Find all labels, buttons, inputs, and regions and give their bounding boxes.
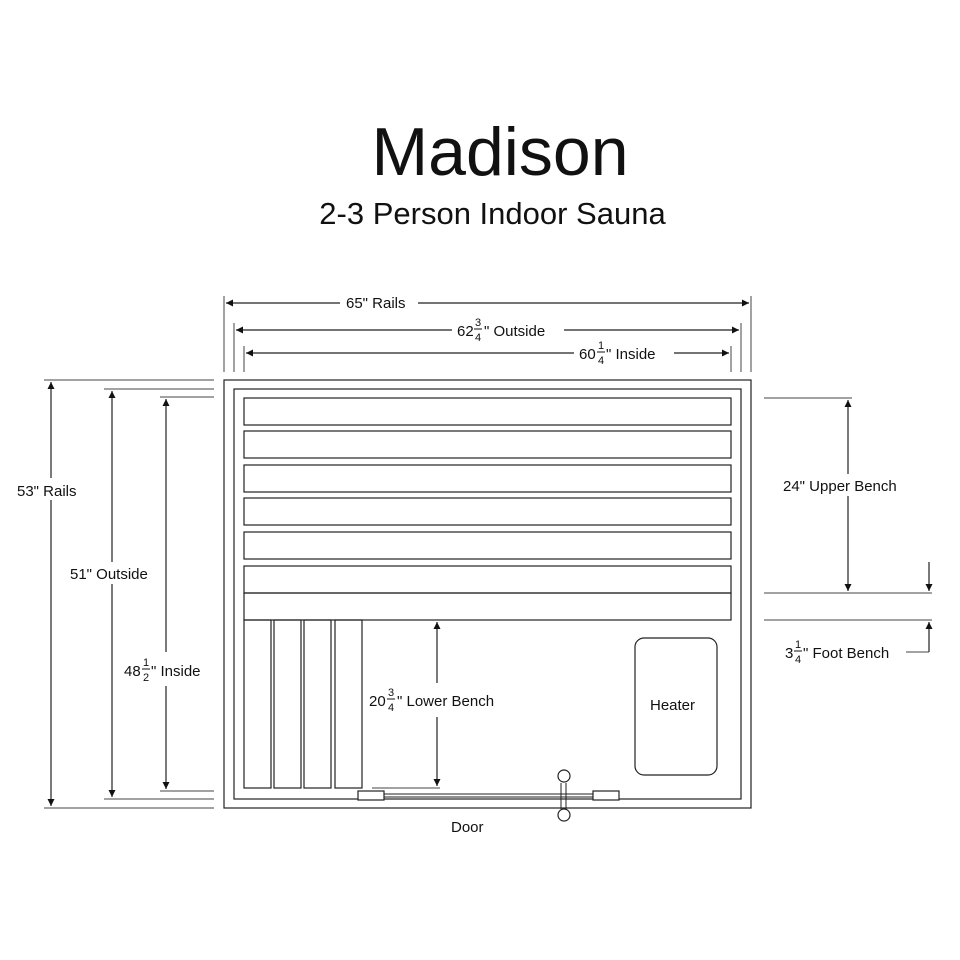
lower-bench-frac-num: 3 [388,687,394,699]
lower-bench [243,619,363,789]
upper-bench-slat [243,464,732,493]
outside-width-frac-num: 3 [475,317,481,329]
outer-rail-wall [223,379,752,809]
lower-bench-whole: 20 [369,693,386,710]
diagram-title: Madison [371,114,629,190]
upper-bench-slat [243,430,732,459]
inside-depth-frac-num: 1 [143,657,149,669]
inside-width-suffix: " Inside [606,346,656,363]
outside-width-frac-den: 4 [475,332,481,344]
rails-width-label: 65" Rails [346,295,406,312]
inside-depth-suffix: " Inside [151,663,201,680]
inside-width-whole: 60 [579,346,596,363]
lower-bench-slat [273,619,302,789]
lower-bench-frac-den: 4 [388,702,394,714]
depth-dimensions: 53" Rails 51" Outside 48 1 2 " Inside [14,379,214,809]
rails-depth-label: 53" Rails [17,483,77,500]
door-handle [557,808,571,822]
door [357,769,620,822]
foot-bench [243,592,732,621]
foot-bench-frac-num: 1 [795,639,801,651]
upper-bench-label: 24" Upper Bench [783,478,897,495]
width-dimensions: 65" Rails 62 3 4 " Outside 60 1 4 " Insi… [223,292,752,372]
heater [634,637,718,776]
foot-bench-whole: 3 [785,645,793,662]
heater-label: Heater [650,697,695,714]
foot-bench-frac-den: 4 [795,654,801,666]
upper-bench-slat [243,531,732,560]
lower-bench-dimension: 20 3 4 " Lower Bench [365,622,509,789]
bench-dimensions: 24" Upper Bench 3 1 4 " Foot Bench [764,397,933,666]
inner-wall [233,388,742,800]
outside-depth-label: 51" Outside [70,566,148,583]
door-label: Door [451,819,484,836]
upper-bench-slat [243,497,732,526]
upper-bench [243,397,732,594]
upper-bench-slat [243,565,732,594]
lower-bench-slat [243,619,272,789]
lower-bench-suffix: " Lower Bench [397,693,494,710]
lower-bench-slat [303,619,332,789]
outside-width-suffix: " Outside [484,323,545,340]
inside-width-frac-den: 4 [598,355,604,367]
upper-bench-slat [243,397,732,426]
lower-bench-slat [334,619,363,789]
inside-depth-frac-den: 2 [143,672,149,684]
inside-depth-whole: 48 [124,663,141,680]
door-handle [557,769,571,783]
sauna-plan: Heater Door [223,379,752,836]
foot-bench-suffix: " Foot Bench [803,645,889,662]
diagram-subtitle: 2-3 Person Indoor Sauna [319,196,666,231]
inside-width-frac-num: 1 [598,340,604,352]
outside-width-whole: 62 [457,323,474,340]
